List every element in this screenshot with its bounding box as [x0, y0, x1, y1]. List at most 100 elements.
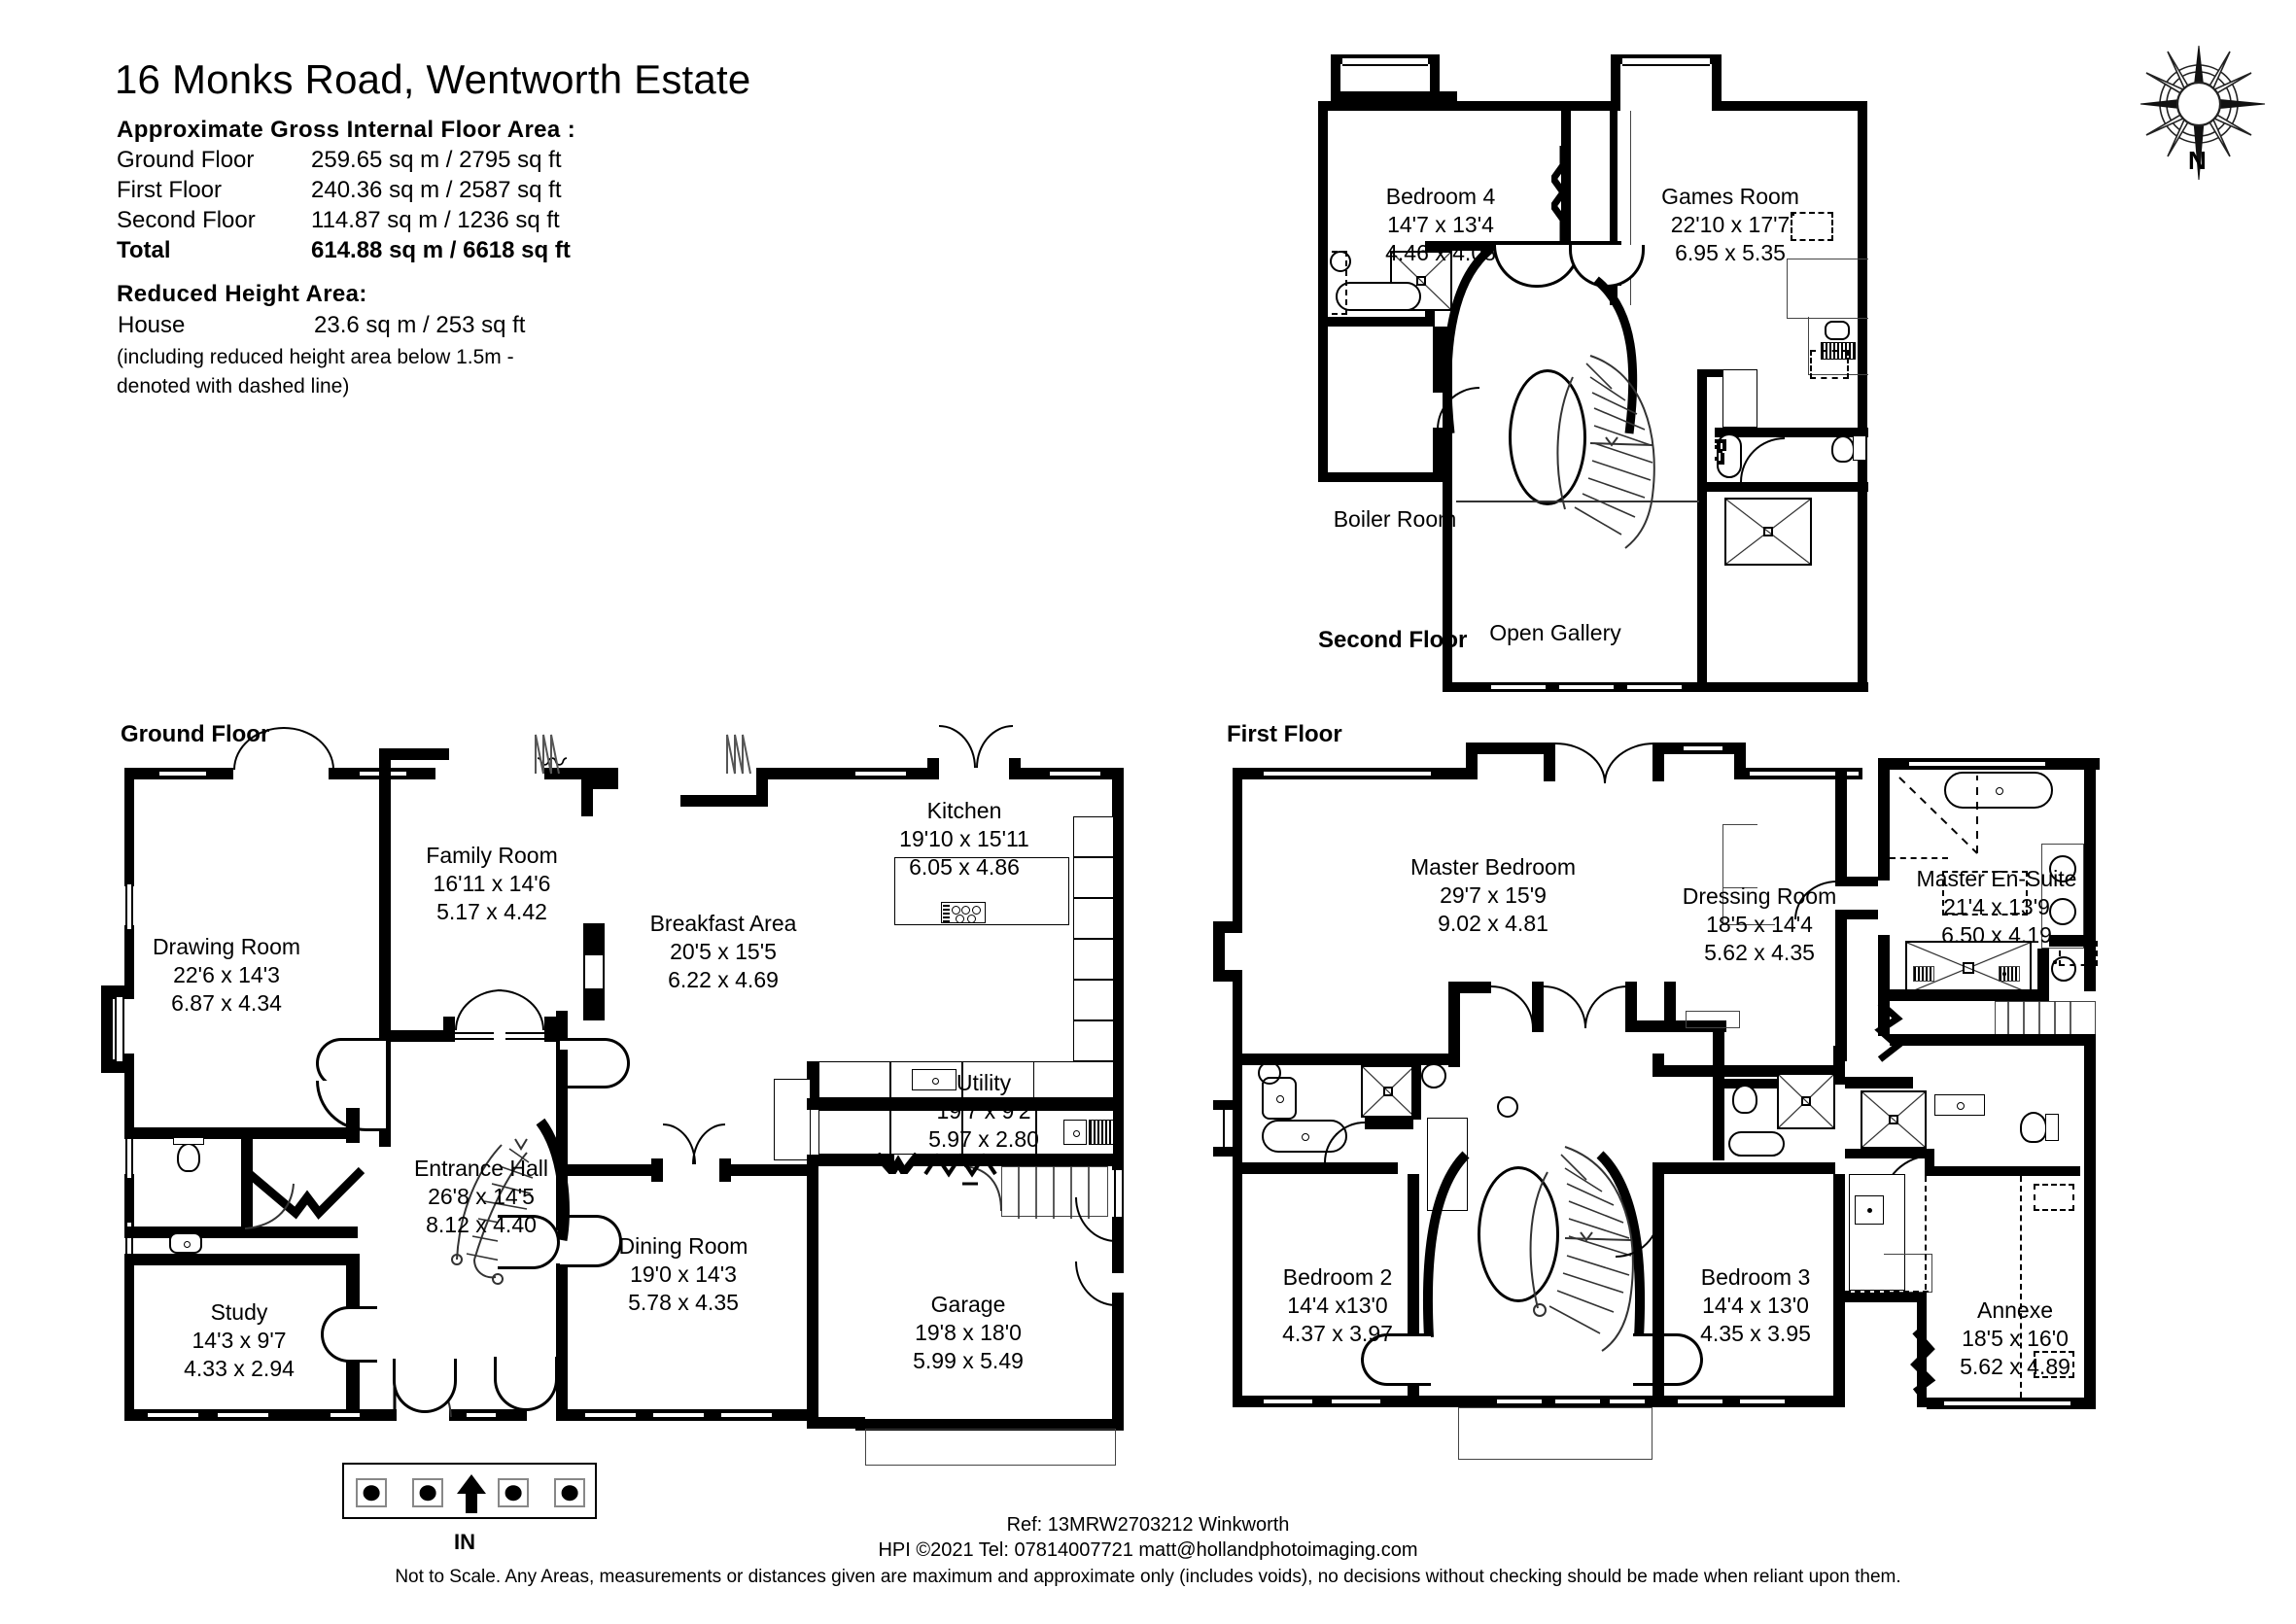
- room-imperial: 18'5 x 14'4: [1706, 912, 1813, 937]
- reduced-height-marker: [2059, 941, 2098, 966]
- reduced-height-marker: [1322, 251, 1347, 315]
- room-open-gallery: Open Gallery: [1468, 619, 1643, 647]
- pier-icon: [583, 923, 605, 1020]
- basin-icon: [1421, 1063, 1446, 1088]
- reduced-height-marker: [1810, 350, 1849, 379]
- bath-icon: [1728, 1131, 1785, 1157]
- room-boiler-room: Boiler Room: [1327, 505, 1463, 534]
- appliance-icon: [1089, 1120, 1116, 1145]
- room-name: Boiler Room: [1333, 506, 1457, 532]
- area-row-value: 614.88 sq m / 6618 sq ft: [311, 237, 571, 263]
- room-metric: 4.46 x 4.08: [1385, 240, 1496, 265]
- room-imperial: 19'7 x 9'2: [936, 1098, 1031, 1123]
- room-name: Study: [210, 1299, 268, 1325]
- door-swing-icon: [498, 989, 544, 1030]
- bath-icon: [1336, 282, 1421, 311]
- first-floor-label: First Floor: [1227, 721, 1342, 747]
- toilet-icon: [2020, 1112, 2047, 1143]
- room-imperial: 14'4 x 13'0: [1702, 1293, 1809, 1318]
- area-row-label: Ground Floor: [117, 147, 255, 173]
- footer: Ref: 13MRW2703212 Winkworth HPI ©2021 Te…: [0, 1512, 2296, 1590]
- room-imperial: 29'7 x 15'9: [1440, 882, 1547, 908]
- entrance-in-label: IN: [454, 1530, 475, 1554]
- wardrobe-icon: [1427, 1118, 1468, 1211]
- room-metric: 4.35 x 3.95: [1700, 1321, 1811, 1346]
- room-dining-room: Dining Room 19'0 x 14'3 5.78 x 4.35: [574, 1232, 793, 1317]
- portico-column: [412, 1478, 443, 1507]
- area-row-value: 240.36 sq m / 2587 sq ft: [311, 177, 562, 203]
- room-garage: Garage 19'8 x 18'0 5.99 x 5.49: [861, 1291, 1075, 1375]
- portico-column: [356, 1478, 387, 1507]
- reduced-height-table: House 23.6 sq m / 253 sq ft: [117, 309, 526, 341]
- room-imperial: 14'4 x13'0: [1287, 1293, 1388, 1318]
- table-row: First Floor 240.36 sq m / 2587 sq ft: [117, 175, 571, 205]
- room-utility: Utility 19'7 x 9'2 5.97 x 2.80: [887, 1069, 1081, 1154]
- door-swing-icon: [962, 1165, 1002, 1212]
- area-row-label: Second Floor: [117, 207, 256, 233]
- basin-icon: [2051, 956, 2076, 982]
- room-imperial: 22'6 x 14'3: [173, 962, 280, 987]
- reduced-height-marker: [2034, 1184, 2074, 1211]
- room-imperial: 19'10 x 15'11: [899, 826, 1029, 851]
- basin-icon: [1825, 321, 1850, 340]
- room-metric: 5.62 x 4.35: [1704, 940, 1815, 965]
- room-metric: 8.12 x 4.40: [426, 1212, 537, 1237]
- spiral-staircase-icon: [1529, 1146, 1634, 1352]
- room-metric: 4.33 x 2.94: [184, 1356, 295, 1381]
- room-imperial: 18'5 x 16'0: [1962, 1326, 2069, 1351]
- room-name: Bedroom 4: [1385, 184, 1496, 209]
- sink-icon: [1063, 1120, 1087, 1145]
- entrance-arrow-icon: [457, 1474, 486, 1513]
- room-metric: 6.95 x 5.35: [1675, 240, 1786, 265]
- room-dressing-room: Dressing Room 18'5 x 14'4 5.62 x 4.35: [1652, 882, 1866, 967]
- basin-icon: [2049, 855, 2076, 882]
- reduced-note-line-1: (including reduced height area below 1.5…: [117, 346, 514, 368]
- room-imperial: 21'4 x 13'9: [1943, 894, 2050, 919]
- footer-contact: HPI ©2021 Tel: 07814007721 matt@hollandp…: [878, 1539, 1418, 1561]
- door-swing-icon: [1555, 743, 1606, 783]
- entrance-portico: [342, 1463, 597, 1519]
- room-games-room: Games Room 22'10 x 17'7 6.95 x 5.35: [1618, 183, 1842, 267]
- door-swing-icon: [455, 989, 502, 1030]
- room-bedroom-4: Bedroom 4 14'7 x 13'4 4.46 x 4.08: [1343, 183, 1538, 267]
- reduced-height-area-block: Reduced Height Area: House 23.6 sq m / 2…: [117, 279, 526, 399]
- room-name: Master En-Suite: [1916, 866, 2077, 891]
- room-imperial: 22'10 x 17'7: [1670, 212, 1791, 237]
- room-name: Bedroom 2: [1282, 1264, 1393, 1290]
- hob-icon: [941, 902, 986, 923]
- room-study: Study 14'3 x 9'7 4.33 x 2.94: [142, 1298, 336, 1383]
- sink-icon: [912, 1069, 957, 1090]
- reduced-height-heading: Reduced Height Area:: [117, 281, 367, 307]
- gallery-rail-icon: [1456, 501, 1699, 502]
- basin-icon: [169, 1232, 202, 1254]
- shower-tray-icon: [1361, 1065, 1415, 1118]
- door-swing-icon: [284, 727, 334, 770]
- bath-icon: [1717, 433, 1742, 478]
- toilet-icon: [1831, 435, 1855, 463]
- gross-internal-area-block: Approximate Gross Internal Floor Area : …: [117, 115, 575, 265]
- second-floor-label: Second Floor: [1318, 627, 1468, 653]
- room-metric: 5.78 x 4.35: [628, 1290, 739, 1315]
- door-swing-icon: [976, 725, 1013, 768]
- shower-tray-icon: [1777, 1073, 1835, 1129]
- door-swing-icon: [1075, 1197, 1116, 1242]
- door-swing-icon: [1075, 1261, 1116, 1306]
- reduced-height-marker: [2034, 1351, 2074, 1378]
- room-name: Kitchen: [926, 798, 1002, 823]
- table-row: House 23.6 sq m / 253 sq ft: [117, 309, 526, 341]
- room-drawing-room: Drawing Room 22'6 x 14'3 6.87 x 4.34: [115, 933, 338, 1018]
- room-entrance-hall: Entrance Hall 26'8 x 14'5 8.12 x 4.40: [371, 1155, 591, 1239]
- room-name: Annexe: [1976, 1297, 2053, 1323]
- radiator-squiggle-icon: [535, 734, 560, 775]
- radiator-squiggle-icon: [726, 734, 751, 775]
- room-imperial: 26'8 x 14'5: [428, 1184, 535, 1209]
- room-name: Dressing Room: [1682, 883, 1837, 909]
- cistern-icon: [1853, 435, 1866, 461]
- room-imperial: 14'7 x 13'4: [1387, 212, 1494, 237]
- cistern-icon: [173, 1137, 204, 1145]
- door-swing-icon: [1544, 985, 1586, 1028]
- vanity-unit-icon: [2041, 844, 2084, 949]
- room-imperial: 14'3 x 9'7: [191, 1328, 287, 1353]
- footer-ref: Ref: 13MRW2703212 Winkworth: [1006, 1514, 1290, 1536]
- area-heading: Approximate Gross Internal Floor Area :: [117, 117, 576, 143]
